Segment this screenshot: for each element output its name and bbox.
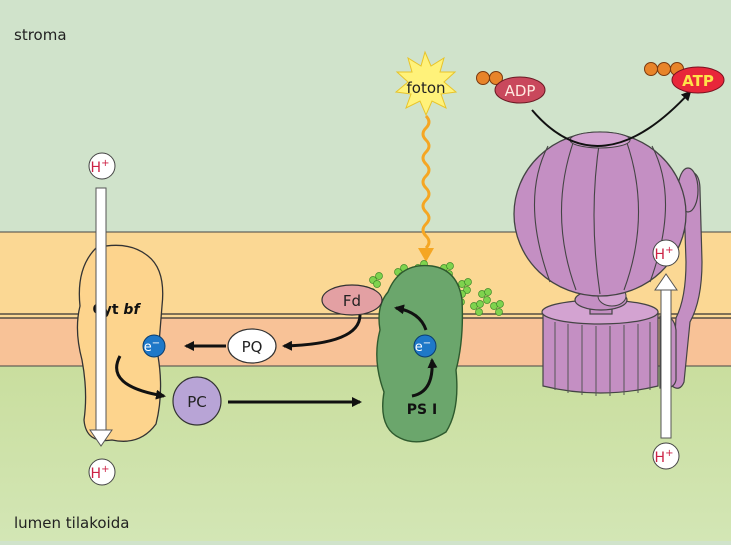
photon-label: foton [406,79,445,97]
atp-label: ATP [682,72,714,90]
stroma-label: stroma [14,26,67,44]
atp-synthase [513,131,703,396]
plastoquinone: PQ [227,328,277,364]
fd-label: Fd [343,292,361,310]
adp-label: ADP [505,82,536,100]
svg-text:H+: H+ [655,245,674,263]
svg-text:H+: H+ [655,448,674,466]
proton-membrane-synthase: H+ [652,239,680,267]
proton-lumen-synthase: H+ [652,442,680,470]
plastocyanin: PC [172,376,222,426]
svg-text:e−: e− [144,338,160,355]
proton-lumen-cytbf: H+ [88,458,116,486]
svg-text:H+: H+ [91,158,110,176]
electron-ps1: e− [413,334,437,358]
photon-ray [421,114,431,250]
svg-text:e−: e− [415,338,431,355]
adp-to-atp-arrow [531,90,692,147]
photon-burst: foton [394,50,458,117]
proton-flow-arrow-synthase [654,273,678,439]
ferredoxin: Fd [321,284,383,316]
lumen-label: lumen tilakoida [14,514,129,532]
ps1-upward-arrow [411,358,438,398]
atp-molecule: ATP [644,62,725,94]
proton-pump-arrow-cytbf [89,187,113,447]
pc-label: PC [187,393,207,411]
electron-cytbf: e− [142,334,166,358]
ps1-label: PS I [407,402,437,418]
pq-label: PQ [242,338,263,356]
cytbf-to-pc-arrow [115,355,166,400]
adp-molecule: ADP [476,71,546,104]
svg-text:H+: H+ [91,464,110,482]
fd-to-pq-arrow [282,314,362,351]
ps1-to-fd-arrow [394,304,428,331]
photon-arrowhead [418,248,434,262]
proton-stroma-cytbf: H+ [88,152,116,180]
